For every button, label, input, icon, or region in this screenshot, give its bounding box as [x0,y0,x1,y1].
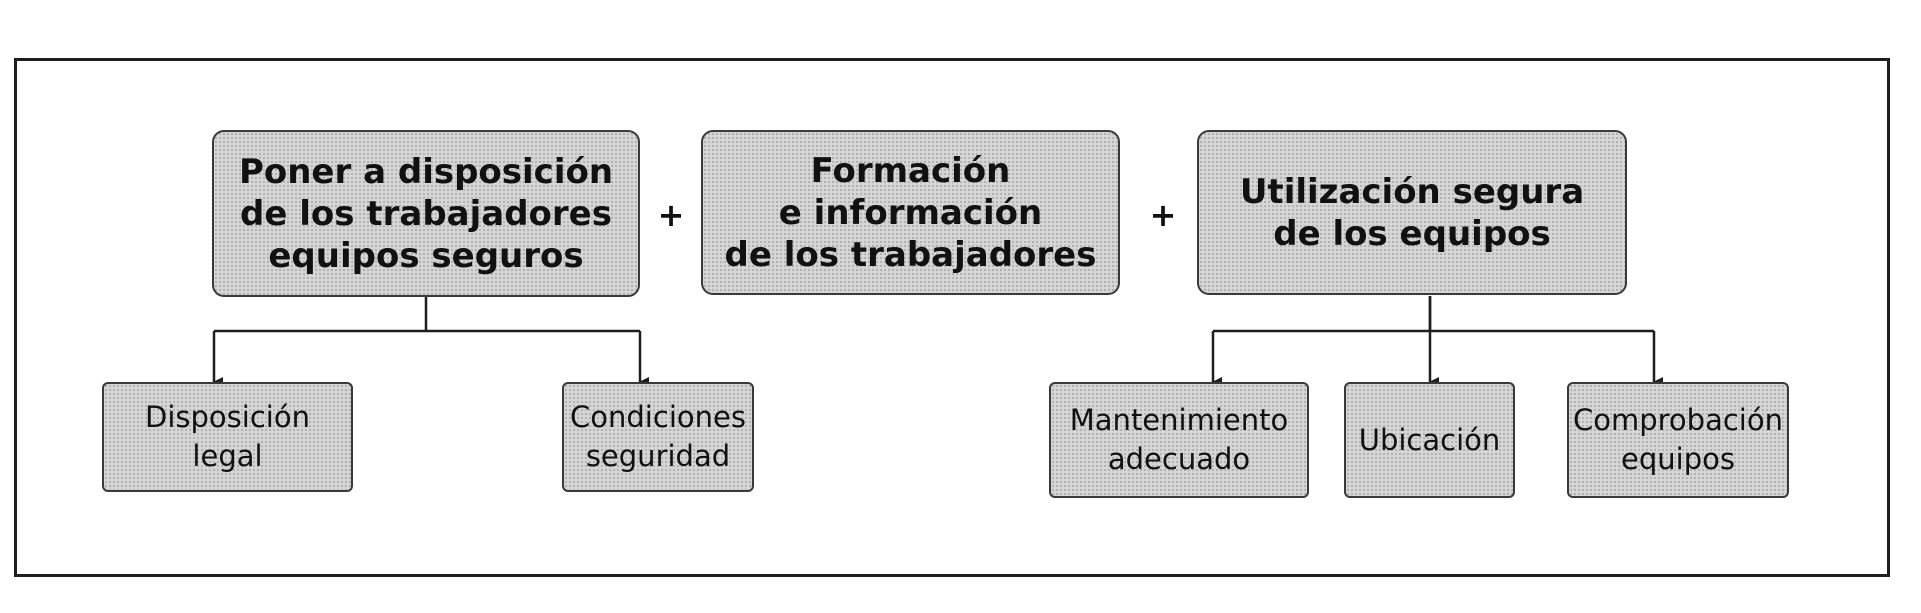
box-utilizacion-segura-label: Utilización segura de los equipos [1239,171,1585,254]
box-utilizacion-segura: Utilización segura de los equipos [1197,130,1627,295]
box-disposicion-legal: Disposición legal [102,382,353,492]
box-formacion-informacion-label: Formación e información de los trabajado… [724,150,1097,275]
box-disposicion-legal-label: Disposición legal [145,400,310,473]
box-poner-a-disposicion: Poner a disposición de los trabajadores … [212,130,640,297]
box-comprobacion-equipos-label: Comprobación equipos [1573,403,1783,476]
box-comprobacion-equipos: Comprobación equipos [1567,382,1789,498]
box-poner-a-disposicion-label: Poner a disposición de los trabajadores … [238,151,614,276]
box-condiciones-seguridad-label: Condiciones seguridad [570,400,746,473]
box-ubicacion: Ubicación [1344,382,1515,498]
plus-operator-2: + [1149,196,1177,234]
box-mantenimiento-adecuado: Mantenimiento adecuado [1049,382,1309,498]
plus-operator-1: + [657,196,685,234]
box-mantenimiento-adecuado-label: Mantenimiento adecuado [1069,403,1289,476]
box-ubicacion-label: Ubicación [1358,422,1501,457]
box-condiciones-seguridad: Condiciones seguridad [562,382,754,492]
box-formacion-informacion: Formación e información de los trabajado… [701,130,1120,295]
